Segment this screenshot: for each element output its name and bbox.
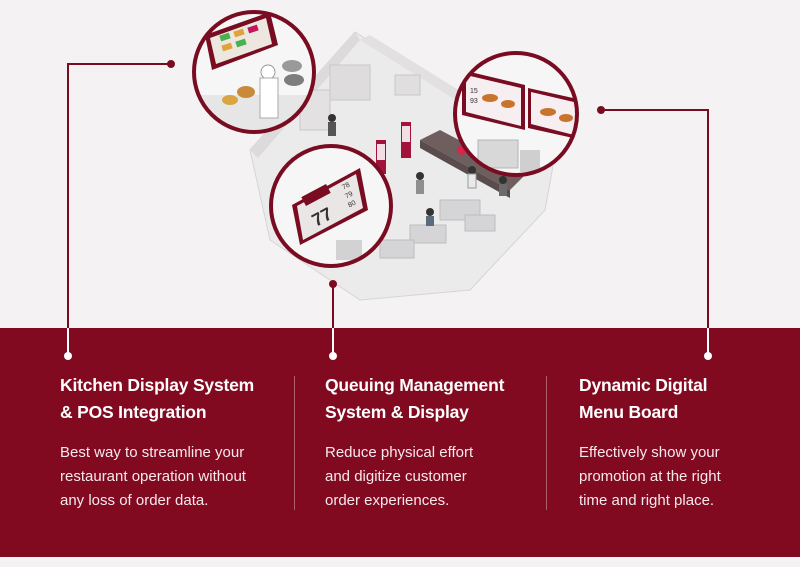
feature-title-line: Menu Board <box>579 402 679 422</box>
restaurant-illustration: 15 93 77 78 79 80 <box>192 10 579 301</box>
feature-title-line: Dynamic Digital <box>579 375 708 395</box>
feature-desc-line: restaurant operation without <box>60 468 246 485</box>
feature-title: Dynamic Digital Menu Board <box>579 372 779 426</box>
feature-description: Effectively show your promotion at the r… <box>579 441 779 513</box>
feature-desc-line: order experiences. <box>325 492 450 509</box>
column-divider <box>294 376 295 510</box>
feature-desc-line: promotion at the right <box>579 468 721 485</box>
feature-title-line: System & Display <box>325 402 469 422</box>
feature-desc-line: Effectively show your <box>579 444 720 461</box>
feature-kitchen-display: Kitchen Display System & POS Integration… <box>60 372 280 513</box>
queue-list-2: 79 <box>344 191 354 201</box>
bottom-strip <box>0 557 800 567</box>
feature-title: Kitchen Display System & POS Integration <box>60 372 280 426</box>
feature-desc-line: Reduce physical effort <box>325 444 474 461</box>
queue-display-callout: 77 78 79 80 <box>269 144 393 268</box>
feature-band <box>0 328 800 557</box>
feature-desc-line: any loss of order data. <box>60 492 209 509</box>
feature-desc-line: Best way to streamline your <box>60 444 245 461</box>
feature-title-line: Kitchen Display System <box>60 375 255 395</box>
menu-board-callout: 15 93 <box>453 51 579 177</box>
feature-description: Reduce physical effort and digitize cust… <box>325 441 525 513</box>
feature-title-line: & POS Integration <box>60 402 207 422</box>
queue-list-3: 80 <box>347 200 357 210</box>
queue-list-1: 78 <box>341 182 351 192</box>
feature-title: Queuing Management System & Display <box>325 372 525 426</box>
menu-number-b: 93 <box>470 98 478 105</box>
menu-number-a: 15 <box>470 88 478 95</box>
feature-desc-line: and digitize customer <box>325 468 467 485</box>
feature-digital-menu-board: Dynamic Digital Menu Board Effectively s… <box>579 372 779 513</box>
feature-queuing-management: Queuing Management System & Display Redu… <box>325 372 525 513</box>
column-divider <box>546 376 547 510</box>
feature-description: Best way to streamline your restaurant o… <box>60 441 280 513</box>
feature-desc-line: time and right place. <box>579 492 715 509</box>
feature-title-line: Queuing Management <box>325 375 505 395</box>
